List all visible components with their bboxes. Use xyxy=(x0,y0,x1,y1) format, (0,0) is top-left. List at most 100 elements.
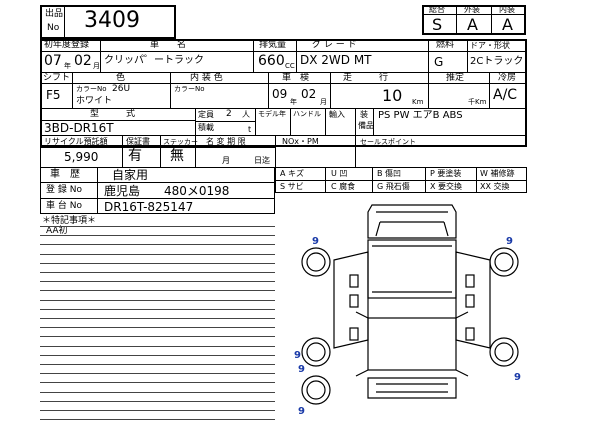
notes-rule-line xyxy=(40,253,275,255)
ac-label: 冷房 xyxy=(498,73,517,83)
nox-label: NOx・PM xyxy=(282,137,319,146)
notes-rule-line xyxy=(40,336,275,338)
car-right-panel xyxy=(455,251,491,349)
model-year-label: モデル年 xyxy=(258,110,286,118)
inspection-label: 車 検 xyxy=(282,73,310,83)
mark-front-right: 9 xyxy=(506,236,513,247)
notes-rule-line xyxy=(40,235,275,237)
grade-label: グ レ ー ド xyxy=(312,40,357,50)
notes-rule-line xyxy=(40,281,275,283)
car-roof xyxy=(367,239,457,299)
fuel: G xyxy=(434,55,444,69)
legend-w: W 補修跡 xyxy=(480,169,515,178)
sticker: 無 xyxy=(170,148,184,164)
mark-front-left: 9 xyxy=(312,236,319,247)
mileage: 10 xyxy=(382,86,403,105)
car-front-section xyxy=(367,204,457,239)
wheel-spare xyxy=(301,375,331,405)
color-name: ホワイト xyxy=(76,96,113,106)
legend-c: C 腐食 xyxy=(331,182,356,191)
history-label: 車 歴 xyxy=(50,169,80,180)
grade-label-interior: 内装 xyxy=(499,5,515,14)
interior-color-label: 内 装 色 xyxy=(190,73,223,83)
grade-label-exterior: 外装 xyxy=(464,5,480,14)
notes-rule-line xyxy=(40,400,275,402)
wheel-rear-right xyxy=(489,337,519,367)
mark-spare-bottom: 9 xyxy=(298,406,305,417)
car-cargo-bed xyxy=(367,317,457,371)
selling-point-label: セールスポイント xyxy=(360,138,416,146)
shift-label: シフト xyxy=(43,73,71,83)
legend-xx: XX 交換 xyxy=(480,182,510,191)
main-table xyxy=(40,39,527,147)
notes-rule-line xyxy=(40,382,275,384)
notes-rule-line xyxy=(40,244,275,246)
lot-number-box xyxy=(40,5,176,39)
notes-line-1: AA初 xyxy=(46,226,68,236)
legend-a: A キズ xyxy=(280,169,305,178)
body-type: 2Cトラック xyxy=(470,56,524,67)
lot-label-top: 出品 xyxy=(45,9,64,19)
lot-number: 3409 xyxy=(84,8,140,33)
legend-x: X 要交換 xyxy=(430,182,463,191)
chassis-label: 車 台 No xyxy=(46,201,82,211)
legend-u: U 凹 xyxy=(331,169,348,178)
notes-rule-line xyxy=(40,299,275,301)
capacity-label: 定員 xyxy=(198,110,214,119)
reg-label: 登 録 No xyxy=(46,185,82,195)
fuel-label: 燃料 xyxy=(436,40,455,50)
notes-rule-line xyxy=(40,272,275,273)
recycle-fee: 5,990 xyxy=(64,150,99,164)
notes-rule-line xyxy=(40,373,275,375)
displacement-label: 排気量 xyxy=(259,40,287,50)
grade: DX 2WD MT xyxy=(300,53,372,67)
notes-title: ＊特記事項＊ xyxy=(42,216,97,226)
chassis-number: DR16T-825147 xyxy=(104,200,194,214)
change-date-label: 名 変 期 限 xyxy=(206,137,246,146)
car-left-panel xyxy=(333,251,369,349)
notes-rule-line xyxy=(40,345,275,347)
grade-label-overall: 総合 xyxy=(429,5,445,14)
notes-rule-line xyxy=(40,308,275,310)
wheel-front-right xyxy=(489,247,519,277)
capacity: 2 xyxy=(226,109,232,119)
wheel-rear-left xyxy=(301,337,331,367)
first-reg-year: 07 xyxy=(44,53,62,69)
steering-label: ハンドル xyxy=(293,110,321,118)
legend-s: S サビ xyxy=(280,182,304,191)
first-reg-label: 初年度登録 xyxy=(44,40,90,50)
sticker-label: ステッカー xyxy=(163,138,198,146)
load-label: 積載 xyxy=(198,123,214,132)
grade-exterior: A xyxy=(467,15,478,34)
ac-value: A/C xyxy=(493,87,518,103)
mark-rear-left: 9 xyxy=(294,350,301,361)
legend-g: G 飛石傷 xyxy=(377,182,410,191)
legend-p: P 要塗装 xyxy=(430,169,462,178)
first-reg-month: 02 xyxy=(74,53,92,69)
notes-rule-line xyxy=(40,327,275,329)
notes-rule-line xyxy=(40,354,275,356)
inspection-year: 09 xyxy=(272,87,288,101)
history-block xyxy=(40,167,275,214)
grade-box xyxy=(422,5,526,35)
color-label: 色 xyxy=(116,73,126,83)
notes-rule-line xyxy=(40,391,275,393)
mark-rear-right: 9 xyxy=(514,372,521,383)
equipment-label-top: 装 xyxy=(360,110,368,119)
import-label: 輸入 xyxy=(329,110,345,119)
notes-rule-line xyxy=(40,318,275,319)
equipment-label-bottom: 備品 xyxy=(358,121,374,130)
equipment: PS PW エアB ABS xyxy=(378,110,463,121)
shift: F5 xyxy=(46,88,61,102)
notes-rule-line xyxy=(40,419,275,421)
grade-interior: A xyxy=(502,15,513,34)
reg-number: 鹿児島 480メ0198 xyxy=(104,184,230,198)
warranty-label: 保証書 xyxy=(126,137,150,146)
legend-b: B 傷凹 xyxy=(377,169,402,178)
notes-rule-line xyxy=(40,410,275,411)
model-label: 型 式 xyxy=(90,109,136,119)
car-damage-diagram: 9 9 9 9 9 9 xyxy=(294,204,521,417)
mileage-label: 走 行 xyxy=(343,73,389,83)
color-no: 26U xyxy=(112,84,131,94)
history-value: 自家用 xyxy=(112,168,149,182)
